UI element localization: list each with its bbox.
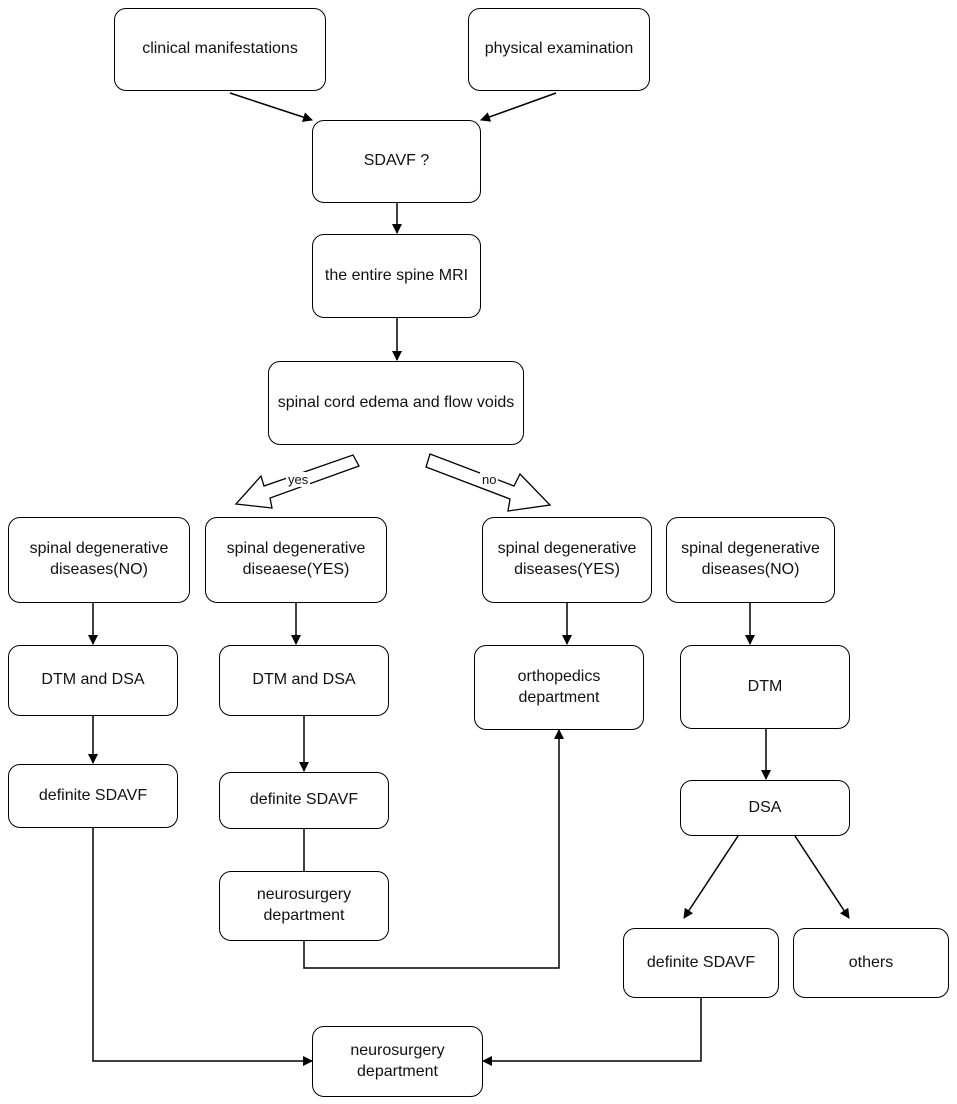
node-others: others [793,928,949,998]
edge-dsa-to-definite3 [683,835,739,919]
node-neurosurgery-department-mid: neurosurgery department [219,871,389,941]
node-entire-spine-mri: the entire spine MRI [312,234,481,318]
edge-definite1-to-neuro-bottom [92,828,313,1066]
edge-label-no: no [480,472,499,487]
edge-clinical-to-sdavf [229,92,313,122]
edge-definite3-to-neuro-bottom [482,998,702,1066]
node-clinical-manifestations: clinical manifestations [114,8,326,91]
node-degenerative-no-left: spinal degenerative diseases(NO) [8,517,190,603]
node-degenerative-yes-right: spinal degenerative diseases(YES) [482,517,652,603]
node-sdavf-question: SDAVF ? [312,120,481,203]
edge-label-yes: yes [286,472,311,487]
node-definite-sdavf-2: definite SDAVF [219,772,389,829]
node-definite-sdavf-3: definite SDAVF [623,928,779,998]
node-dtm-and-dsa-1: DTM and DSA [8,645,178,716]
edge-neuro-mid-to-ortho [303,729,564,969]
node-degenerative-yes-left: spinal degenerative diseaese(YES) [205,517,387,603]
node-dtm-and-dsa-2: DTM and DSA [219,645,389,716]
node-neurosurgery-department-bottom: neurosurgery department [312,1026,483,1097]
node-definite-sdavf-1: definite SDAVF [8,764,178,828]
node-orthopedics-department: orthopedics department [474,645,644,730]
node-cord-edema-flow-voids: spinal cord edema and flow voids [268,361,524,445]
edge-physical-to-sdavf [480,92,557,122]
node-physical-examination: physical examination [468,8,650,91]
node-degenerative-no-right: spinal degenerative diseases(NO) [666,517,835,603]
edge-dsa-to-others [794,835,850,919]
node-dtm: DTM [680,645,850,729]
node-dsa: DSA [680,780,850,836]
